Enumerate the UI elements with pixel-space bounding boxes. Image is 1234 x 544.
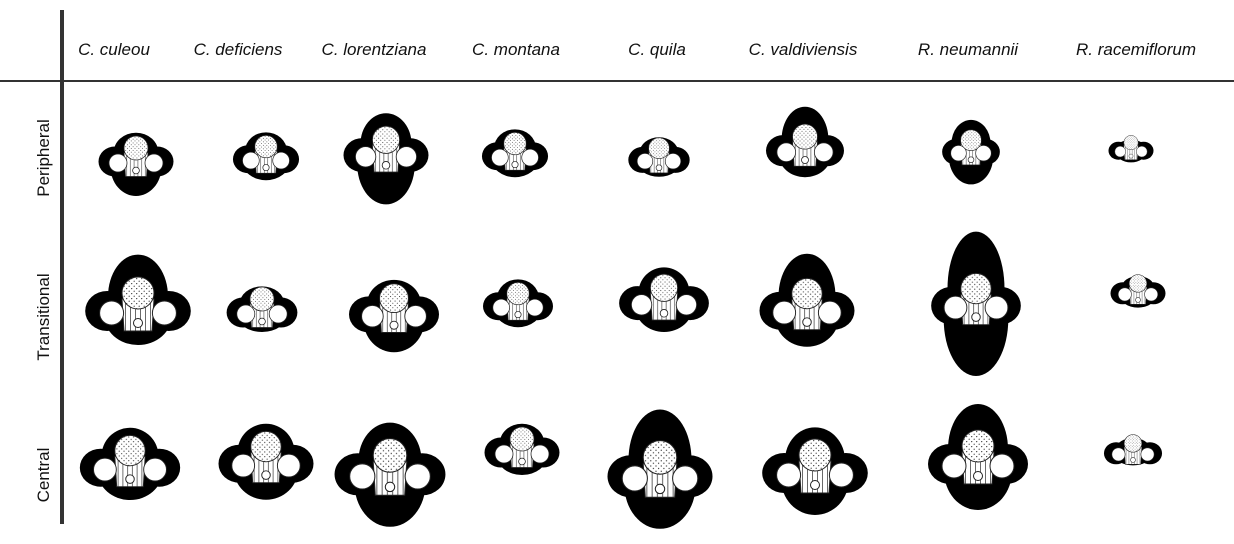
vascular-bundle	[608, 410, 713, 529]
vascular-bundle	[762, 427, 868, 515]
vascular-bundle	[931, 232, 1021, 376]
vascular-bundle	[628, 137, 689, 177]
vascular-bundle	[349, 280, 439, 352]
vascular-bundle	[1109, 135, 1154, 162]
vascular-bundle	[619, 267, 709, 332]
vascular-bundle	[233, 132, 299, 180]
vascular-bundle	[219, 424, 314, 500]
vascular-bundle	[483, 279, 553, 327]
vascular-bundle	[1104, 435, 1162, 466]
vascular-bundle	[760, 254, 855, 347]
vascular-bundle	[766, 107, 844, 178]
vascular-bundle	[928, 404, 1028, 510]
vascular-bundle	[227, 286, 298, 332]
vascular-bundle	[335, 423, 446, 527]
vascular-bundle	[1111, 275, 1166, 308]
vascular-bundle	[80, 428, 180, 500]
vascular-bundle	[485, 424, 560, 475]
vascular-bundle	[99, 133, 174, 196]
vascular-bundle	[482, 129, 548, 177]
vascular-bundle	[942, 120, 1000, 184]
vascular-bundle	[344, 113, 429, 204]
vascular-bundle	[85, 255, 191, 345]
